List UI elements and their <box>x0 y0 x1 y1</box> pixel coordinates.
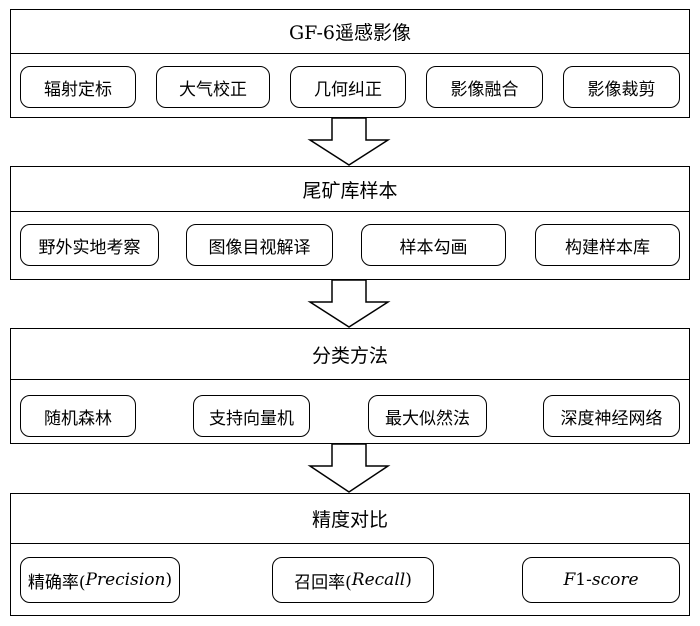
metric-precision: 精确率(Precision) <box>20 557 180 603</box>
step-build-sample-library: 构建样本库 <box>535 224 680 266</box>
step-atmospheric-correction: 大气校正 <box>156 66 270 108</box>
panel-title-tailings-samples: 尾矿库样本 <box>10 166 690 212</box>
step-image-fusion: 影像融合 <box>426 66 543 108</box>
metric-f1-score-word: score <box>591 570 639 590</box>
metric-recall: 召回率(Recall) <box>272 557 434 603</box>
block-arrow-1 <box>307 117 391 166</box>
metric-recall-suffix: ) <box>405 570 412 590</box>
step-field-survey: 野外实地考察 <box>20 224 159 266</box>
block-arrow-3 <box>307 443 391 493</box>
method-random-forest: 随机森林 <box>20 395 136 437</box>
metric-recall-term: Recall <box>351 570 406 590</box>
step-radiometric-calibration: 辐射定标 <box>20 66 136 108</box>
method-support-vector-machine: 支持向量机 <box>193 395 310 437</box>
step-visual-interpretation: 图像目视解译 <box>186 224 333 266</box>
step-image-clipping: 影像裁剪 <box>563 66 680 108</box>
metric-precision-prefix: 精确率( <box>27 572 86 593</box>
metric-f1-letter: F <box>563 570 576 590</box>
step-geometric-correction: 几何纠正 <box>290 66 406 108</box>
method-maximum-likelihood: 最大似然法 <box>368 395 487 437</box>
step-sample-delineation: 样本勾画 <box>361 224 506 266</box>
metric-recall-prefix: 召回率( <box>294 572 352 593</box>
panel-title-accuracy-comparison: 精度对比 <box>10 493 690 544</box>
metric-precision-term: Precision <box>85 570 166 590</box>
panel-title-remote-sensing: GF-6遥感影像 <box>10 9 690 54</box>
panel-title-classification-methods: 分类方法 <box>10 328 690 380</box>
method-deep-neural-network: 深度神经网络 <box>543 395 680 437</box>
metric-precision-suffix: ) <box>165 570 173 590</box>
metric-f1-middle: 1- <box>575 570 592 590</box>
block-arrow-2 <box>307 279 391 328</box>
